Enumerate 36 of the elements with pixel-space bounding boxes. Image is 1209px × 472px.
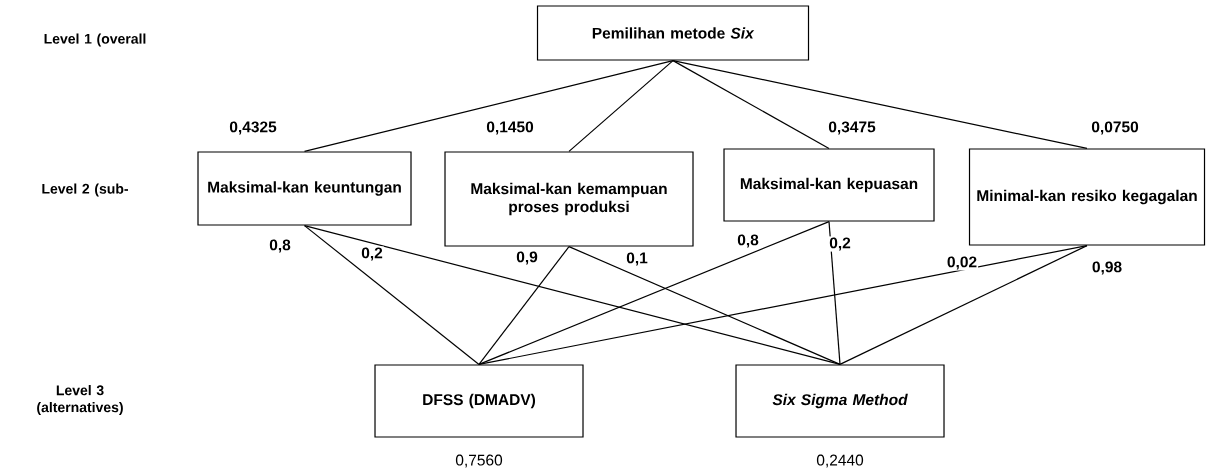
connector-line (828, 221, 841, 365)
process-box: Six Sigma Method (735, 364, 945, 438)
connector-line (303, 60, 674, 152)
connector-line (478, 221, 830, 365)
process-box: Maksimal-kan kemampuan proses produksi (444, 151, 694, 247)
connector-line (672, 60, 1088, 149)
weight-label: 0,8 (736, 233, 760, 249)
process-box: Pemilihan metode Six (536, 5, 810, 61)
score-label: 0,2440 (816, 454, 864, 468)
weight-label: 0,1450 (485, 120, 535, 136)
connector-line (568, 60, 674, 152)
process-box: DFSS (DMADV) (374, 364, 584, 438)
process-box: Maksimal-kan keuntungan (197, 151, 412, 226)
level-label: Level 1 (overall (44, 33, 146, 47)
weight-label: 0,0750 (1090, 120, 1140, 136)
weight-label: 0,1 (625, 251, 649, 267)
weight-label: 0,2 (360, 246, 384, 262)
connector-line (303, 225, 480, 365)
weight-label: 0,9 (515, 250, 539, 266)
level-label: Level 2 (sub- (42, 183, 128, 197)
weight-label: 0,98 (1090, 260, 1124, 276)
weight-label: 0,4325 (228, 120, 278, 136)
connector-line (568, 246, 841, 365)
connector-line (478, 245, 1088, 365)
connector-line (303, 225, 841, 365)
level-label: Level 3 (alternatives) (37, 385, 123, 416)
weight-label: 0,3475 (827, 120, 877, 136)
connector-line (672, 60, 830, 149)
connector-line (839, 245, 1088, 365)
weight-label: 0,2 (828, 236, 852, 252)
process-box: Minimal-kan resiko kegagalan (968, 148, 1206, 246)
score-label: 0,7560 (455, 454, 503, 468)
process-box: Maksimal-kan kepuasan (723, 148, 935, 222)
weight-label: 0,02 (945, 255, 979, 271)
weight-label: 0,8 (268, 238, 292, 254)
connector-line (478, 246, 570, 365)
